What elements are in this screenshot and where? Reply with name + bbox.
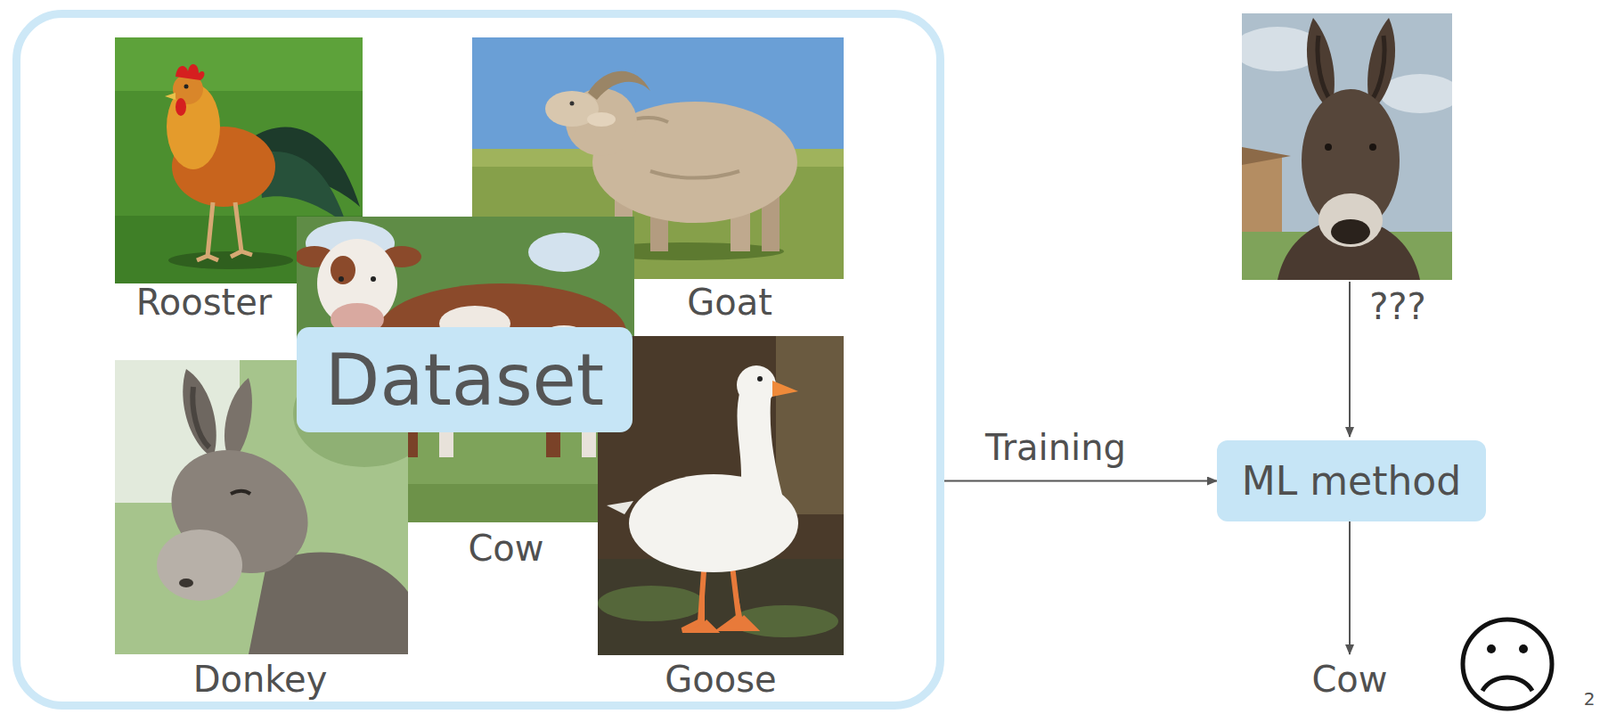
- query-photo-part: [1318, 193, 1383, 247]
- sad-face-part: [1482, 677, 1533, 691]
- goose-photo-part: [757, 375, 763, 382]
- rooster-photo-part: [168, 251, 294, 270]
- donkey-photo-part: [179, 578, 194, 588]
- animal-label: Rooster: [136, 280, 273, 324]
- query-photo-part: [1241, 146, 1291, 165]
- sad-face: [1462, 619, 1552, 709]
- goose-photo-part: [597, 558, 844, 655]
- donkey-photo-part: [182, 368, 217, 458]
- query-photo: [1232, 13, 1461, 280]
- goose-photo-part: [736, 389, 785, 506]
- animal-label: Goat: [686, 280, 773, 324]
- goat-photo-part: [587, 112, 616, 127]
- donkey-photo-part: [156, 529, 243, 601]
- cow-photo-part: [330, 255, 356, 285]
- query-label: ???: [1369, 285, 1427, 328]
- dataset-region: Dataset: [12, 9, 945, 710]
- dataset-title: Dataset: [296, 326, 633, 433]
- goose-photo-part: [597, 585, 705, 621]
- rooster-photo-part: [114, 37, 363, 91]
- goat-photo-part: [587, 71, 651, 100]
- animal-label: Goose: [664, 657, 776, 701]
- donkey-photo-part: [224, 377, 253, 463]
- sad-face-part: [1518, 644, 1528, 654]
- rooster-photo-part: [230, 202, 253, 257]
- rooster-photo-part: [196, 202, 219, 261]
- goose-photo-part: [597, 335, 844, 655]
- goose-photo-part: [736, 365, 776, 405]
- goose-photo-part: [606, 500, 634, 515]
- page-number: 2: [1583, 687, 1596, 710]
- cow-photo-part: [338, 276, 344, 282]
- flow-arrow: [944, 480, 1217, 482]
- query-photo-part: [1369, 143, 1377, 151]
- goat-photo-part: [570, 101, 575, 107]
- rooster-photo-part: [175, 64, 205, 81]
- edge-label: Training: [985, 425, 1127, 469]
- donkey-photo-part: [230, 490, 251, 494]
- output-label: Cow: [1311, 657, 1388, 701]
- flow-arrow: [1348, 521, 1351, 654]
- animal-label: Donkey: [193, 657, 328, 701]
- goat-photo-part: [650, 171, 740, 179]
- rooster-photo-part: [175, 97, 187, 116]
- animal-label: Cow: [467, 526, 544, 570]
- query-arrow: [1348, 281, 1351, 437]
- query-photo-part: [1277, 218, 1421, 280]
- cow-photo-part: [528, 232, 600, 272]
- process-box: ML method: [1216, 440, 1486, 522]
- donkey-photo-part: [192, 386, 210, 448]
- rooster-photo-part: [184, 84, 189, 90]
- sad-face-part: [1486, 644, 1496, 654]
- goose-photo: [597, 335, 844, 655]
- query-photo-part: [1324, 143, 1332, 151]
- sad-face-part: [1462, 619, 1552, 709]
- query-photo-part: [1330, 219, 1371, 245]
- goose-photo-part: [775, 335, 844, 515]
- process-label: ML method: [1241, 457, 1462, 504]
- output-text: Cow: [1311, 658, 1388, 700]
- query-photo-part: [1379, 73, 1461, 114]
- cow-photo-part: [370, 276, 376, 282]
- rooster-photo-part: [164, 92, 176, 100]
- goose-photo-part: [772, 380, 799, 397]
